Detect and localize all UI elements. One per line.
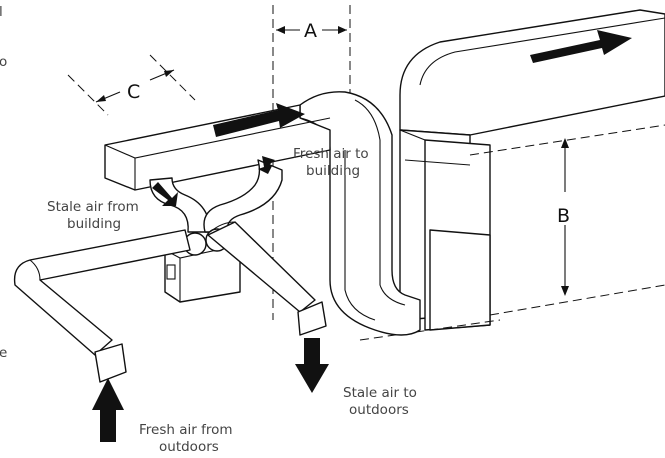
stale-air-exhaust-arrow — [295, 338, 329, 393]
pipe-stale-exhaust — [207, 221, 329, 393]
edge-fragment-top: l — [0, 4, 3, 20]
dimension-c-label: C — [127, 81, 140, 103]
dimension-c: C — [67, 54, 196, 116]
top-rect-duct — [104, 103, 331, 191]
plane-line-lower — [489, 284, 665, 316]
dimension-b-label: B — [557, 205, 570, 227]
dimension-a: A — [272, 5, 351, 320]
hrv-control-panel — [166, 264, 176, 280]
label-stale-to-outdoors-line1: Stale air to — [343, 385, 417, 401]
label-stale-from-building-line2: building — [67, 216, 121, 232]
intake-hood — [94, 343, 127, 383]
label-stale-to-outdoors-line2: outdoors — [349, 402, 409, 418]
exhaust-hood — [297, 301, 327, 336]
stale-intake-arrow — [152, 182, 178, 206]
label-fresh-to-building-line1: Fresh air to — [293, 146, 369, 162]
supply-direction-arrow — [213, 103, 305, 137]
supply-to-building-arrow — [530, 30, 632, 63]
fresh-supply-small-arrow — [258, 156, 275, 174]
plane-line-upper — [469, 124, 665, 156]
label-fresh-from-outdoors-line1: Fresh air from — [139, 422, 233, 438]
pipe-fresh-intake — [13, 229, 191, 442]
dimension-b: B — [557, 138, 570, 296]
edge-fragment-upper: o — [0, 54, 7, 70]
label-fresh-from-outdoors-line2: outdoors — [159, 439, 219, 454]
fresh-air-intake-arrow — [92, 378, 124, 442]
label-fresh-to-building-line2: building — [306, 163, 360, 179]
connector-pipes — [149, 156, 283, 233]
label-stale-from-building-line1: Stale air from — [47, 199, 139, 215]
plane-line-floor — [359, 319, 501, 341]
supply-duct-loop — [299, 91, 421, 336]
dimension-a-label: A — [304, 20, 317, 42]
edge-fragment-lower: e — [0, 345, 7, 361]
